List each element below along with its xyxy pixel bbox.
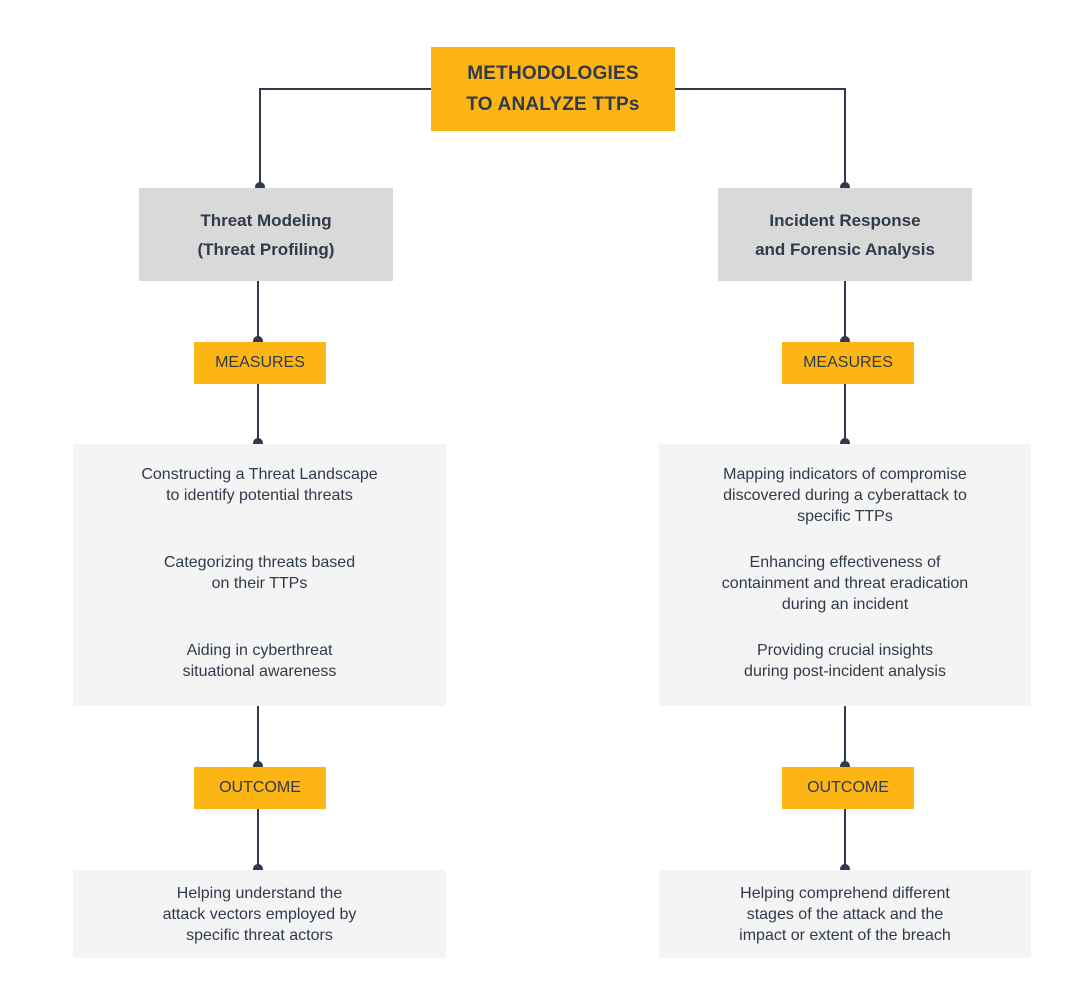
diagram-title: METHODOLOGIES TO ANALYZE TTPs xyxy=(431,47,675,131)
right-method-box: Incident Response and Forensic Analysis xyxy=(718,188,972,281)
right-measures-badge: MEASURES xyxy=(782,342,914,384)
left-outcome-badge: OUTCOME xyxy=(194,767,326,809)
right-measure-item: Providing crucial insights during post-i… xyxy=(744,642,946,680)
right-outcome-panel: Helping comprehend different stages of t… xyxy=(659,870,1031,958)
connector-title-right xyxy=(674,88,846,187)
right-outcome-label: OUTCOME xyxy=(807,779,889,796)
diagram-title-text: METHODOLOGIES TO ANALYZE TTPs xyxy=(466,63,640,115)
right-outcome-badge: OUTCOME xyxy=(782,767,914,809)
right-measures-panel: Mapping indicators of compromise discove… xyxy=(659,444,1031,706)
left-outcome-panel: Helping understand the attack vectors em… xyxy=(73,870,446,958)
left-outcome-text: Helping understand the attack vectors em… xyxy=(162,884,357,944)
left-measure-item: Aiding in cyberthreat situational awaren… xyxy=(182,642,337,680)
left-measures-label: MEASURES xyxy=(215,354,305,371)
right-measure-item: Enhancing effectiveness of containment a… xyxy=(721,554,969,613)
right-method-label: Incident Response and Forensic Analysis xyxy=(755,210,935,259)
left-measures-panel: Constructing a Threat Landscape to ident… xyxy=(73,444,446,706)
left-measures-badge: MEASURES xyxy=(194,342,326,384)
left-method-box: Threat Modeling (Threat Profiling) xyxy=(139,188,393,281)
right-measure-item: Mapping indicators of compromise discove… xyxy=(723,466,967,525)
left-measure-item: Categorizing threats based on their TTPs xyxy=(163,554,356,592)
right-outcome-text: Helping comprehend different stages of t… xyxy=(739,884,951,944)
right-measures-label: MEASURES xyxy=(803,354,893,371)
left-method-label: Threat Modeling (Threat Profiling) xyxy=(197,210,335,259)
connector-title-left xyxy=(259,88,431,187)
left-measure-item: Constructing a Threat Landscape to ident… xyxy=(141,466,378,504)
left-outcome-label: OUTCOME xyxy=(219,779,301,796)
